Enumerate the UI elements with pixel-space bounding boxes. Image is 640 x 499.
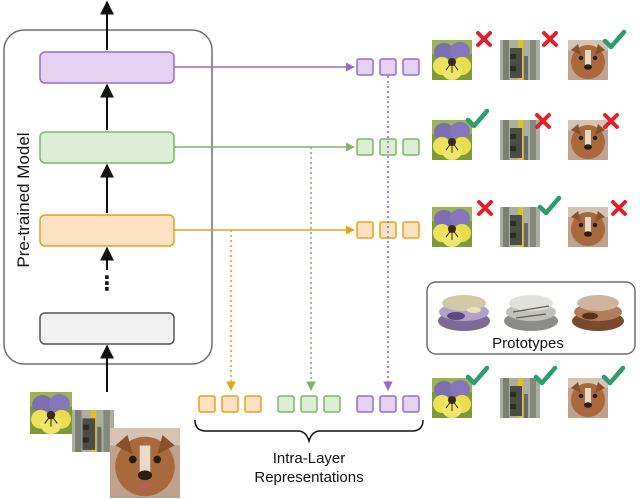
token [356,138,374,156]
purple-token-row [356,58,420,76]
check-icon [605,32,624,47]
check-icon [536,368,555,383]
token [300,395,318,413]
input-flower-image [29,391,73,435]
token [198,395,216,413]
orange-token-row [356,221,420,239]
token [402,395,420,413]
flower-prototype-icon [438,295,490,331]
token [379,395,397,413]
pred-dog-row4 [568,378,608,418]
prototypes-label: Prototypes [492,335,564,352]
cross-icon [477,200,493,216]
more-layers-ellipsis: ⋮ [97,273,117,295]
check-icon [540,198,559,213]
token [379,221,397,239]
pretrained-model-block: Pre-trained Model ⋮ [3,0,213,392]
dog-prototype-icon [572,295,624,331]
pred-flower-row2 [431,119,473,161]
prediction-grid [431,31,627,419]
input-bench-image [72,410,114,452]
token [356,58,374,76]
pred-dog-row3 [568,207,608,247]
token [244,395,262,413]
token [402,138,420,156]
prototypes-box: Prototypes [426,281,636,355]
check-icon [468,111,487,126]
model-label: Pre-trained Model [14,132,33,267]
token [402,58,420,76]
pred-flower-row3 [431,206,473,248]
token [323,395,341,413]
layer-green [39,131,175,164]
token [356,221,374,239]
check-icon [604,368,623,383]
cross-icon [542,31,558,47]
token [277,395,295,413]
green-token-row [356,138,420,156]
pred-dog-row2 [568,120,608,160]
representations-brace [194,419,424,444]
pred-bench-row2 [500,120,540,160]
pred-flower-row4 [431,377,473,419]
layer-input [39,312,175,345]
pred-bench-row1 [500,40,540,80]
token [402,221,420,239]
layer-orange [39,214,175,247]
cross-icon [476,31,492,47]
pred-flower-row1 [431,39,473,81]
input-dog-image [110,428,180,498]
pred-dog-row1 [568,40,608,80]
intra-layer-representations: Intra-Layer Representations [194,395,424,486]
input-image-stack [29,391,180,498]
pred-bench-row4 [500,378,540,418]
representations-label-line2: Representations [254,469,363,486]
pred-bench-row3 [500,207,540,247]
representations-label-line1: Intra-Layer [273,450,346,467]
bench-prototype-icon [504,295,558,331]
token [356,395,374,413]
cross-icon [611,200,627,216]
token [379,58,397,76]
layer-purple [39,51,175,84]
token [221,395,239,413]
check-icon [468,368,487,383]
